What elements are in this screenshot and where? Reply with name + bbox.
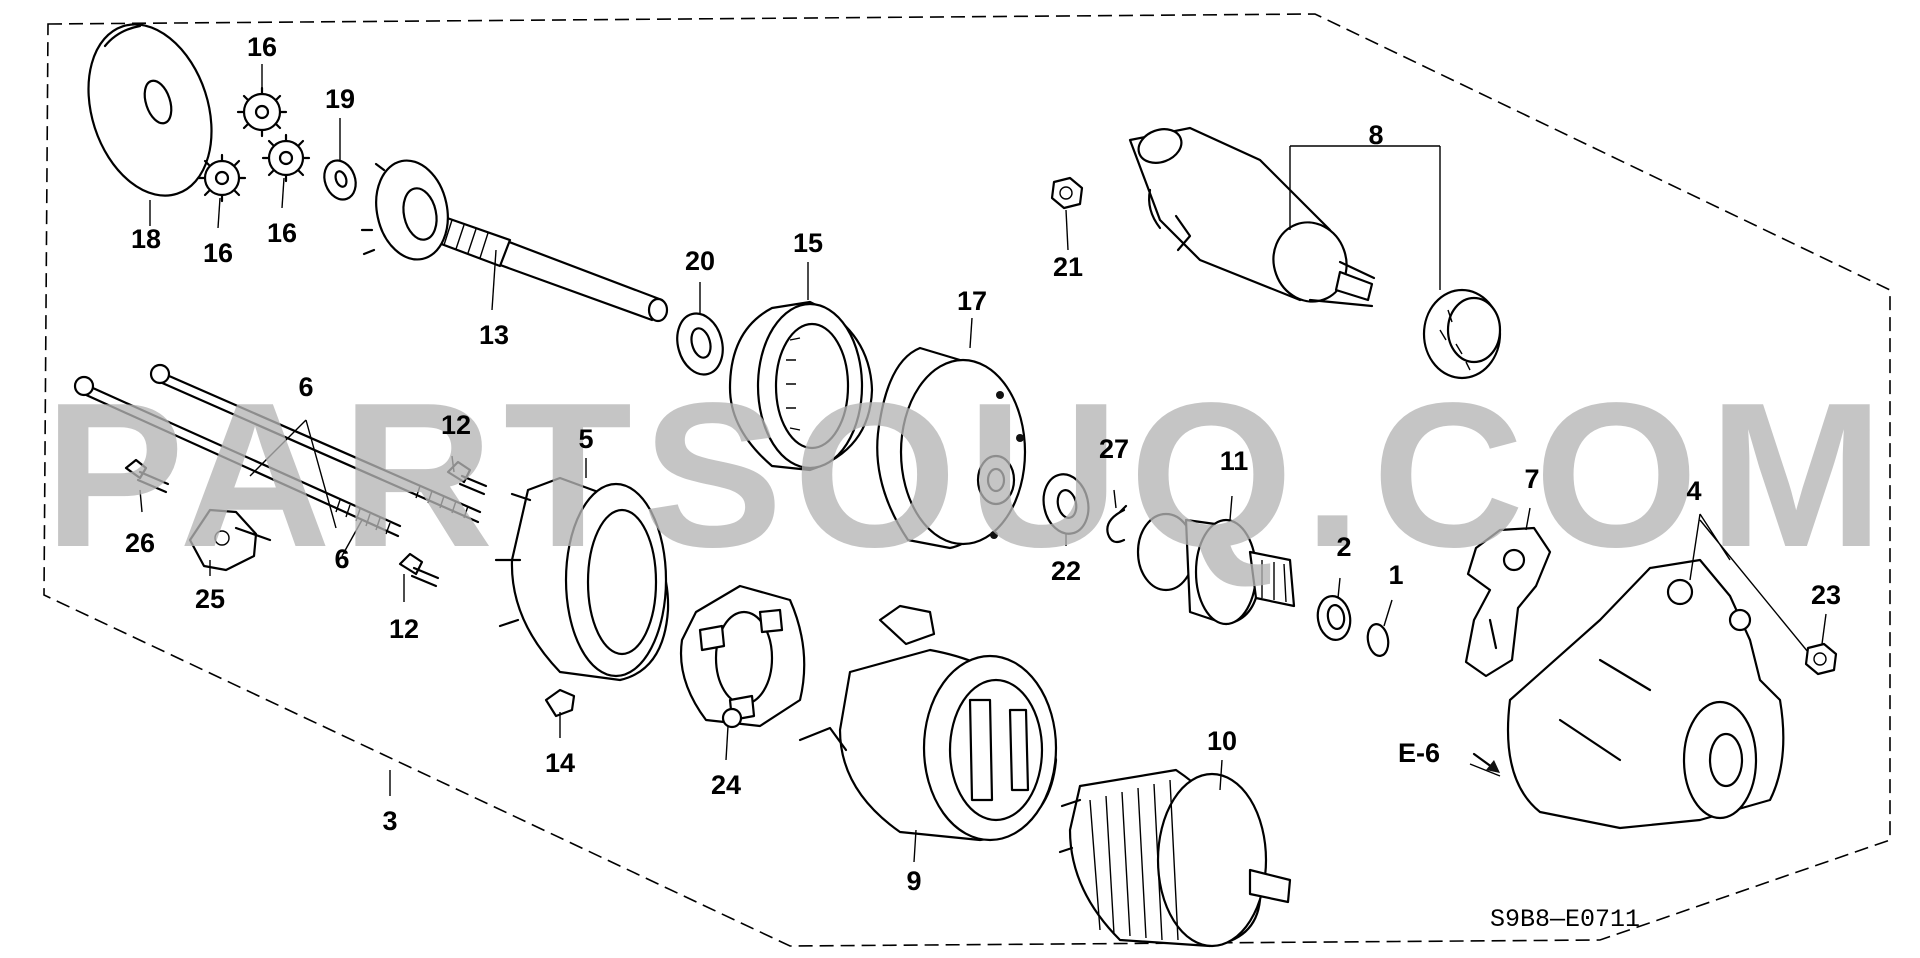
part-17-housing xyxy=(876,346,1027,550)
part-15-ring-gear xyxy=(728,300,874,472)
part-1-snap-ring xyxy=(1366,623,1390,657)
part-26-bolt xyxy=(124,458,170,494)
callout-23: 23 xyxy=(1811,580,1841,610)
callout-16a: 16 xyxy=(247,32,277,62)
part-19-washer xyxy=(323,159,357,201)
callout-12a: 12 xyxy=(441,410,471,440)
callout-26: 26 xyxy=(125,528,155,558)
callout-18: 18 xyxy=(131,224,161,254)
callout-1: 1 xyxy=(1388,560,1403,590)
callout-6a: 6 xyxy=(298,372,313,402)
part-25-bracket xyxy=(188,508,272,572)
callout-11: 11 xyxy=(1220,446,1249,476)
watermark-text: PARTSOUQ.COM xyxy=(44,360,1894,590)
callout-8: 8 xyxy=(1368,120,1383,150)
callout-19: 19 xyxy=(325,84,355,114)
part-13-shaft xyxy=(360,159,669,323)
callout-labels: 1 2 3 4 5 6 6 7 8 9 10 11 12 12 13 14 15… xyxy=(125,32,1841,896)
callout-16b: 16 xyxy=(203,238,233,268)
callout-15: 15 xyxy=(793,228,823,258)
assembly-boundary xyxy=(43,13,1891,947)
callout-2: 2 xyxy=(1336,532,1351,562)
reference-label: E-6 xyxy=(1398,738,1440,768)
part-16-gear-c xyxy=(261,133,311,183)
callout-6b: 6 xyxy=(334,544,349,574)
callout-24: 24 xyxy=(711,770,741,800)
callout-4: 4 xyxy=(1686,476,1701,506)
part-16-gear-a xyxy=(236,86,288,138)
callout-9: 9 xyxy=(906,866,921,896)
callout-16c: 16 xyxy=(267,218,297,248)
part-16-gear-b xyxy=(197,153,247,203)
callout-21: 21 xyxy=(1053,252,1083,282)
part-8-plunger-boot xyxy=(1422,288,1502,380)
callout-12b: 12 xyxy=(389,614,419,644)
callout-13: 13 xyxy=(479,320,509,350)
callout-7: 7 xyxy=(1524,464,1539,494)
callout-22: 22 xyxy=(1051,556,1081,586)
callout-20: 20 xyxy=(685,246,715,276)
callout-14: 14 xyxy=(545,748,575,778)
callout-5: 5 xyxy=(578,424,593,454)
leader-lines xyxy=(139,64,1827,863)
part-21-nut xyxy=(1050,176,1084,210)
part-18-disc xyxy=(87,23,213,197)
part-20-washer xyxy=(676,312,724,376)
part-9-yoke xyxy=(798,604,1058,842)
callout-3: 3 xyxy=(382,806,397,836)
callout-27: 27 xyxy=(1099,434,1129,464)
part-4-front-housing xyxy=(1506,558,1785,830)
part-10-armature xyxy=(1058,768,1292,948)
part-2-bearing xyxy=(1316,595,1352,641)
part-5-end-cover xyxy=(494,476,670,682)
diagram-code: S9B8—E0711 xyxy=(1490,905,1640,934)
part-14-clip xyxy=(544,688,576,718)
part-27-clip xyxy=(1106,504,1128,544)
reference-arrowhead xyxy=(1486,760,1500,773)
callout-25: 25 xyxy=(195,584,225,614)
part-7-shift-lever xyxy=(1464,526,1552,678)
part-12-screw-b xyxy=(398,552,440,588)
part-8-solenoid xyxy=(1128,126,1376,308)
part-6-through-bolt-a xyxy=(73,375,402,538)
callout-10: 10 xyxy=(1207,726,1237,756)
part-22-washer xyxy=(1042,473,1090,535)
part-24-brush-holder xyxy=(679,584,806,729)
part-11-clutch xyxy=(1136,512,1296,626)
part-6-through-bolt-b xyxy=(149,363,482,524)
callout-17: 17 xyxy=(957,286,987,316)
part-23-nut xyxy=(1804,642,1838,676)
